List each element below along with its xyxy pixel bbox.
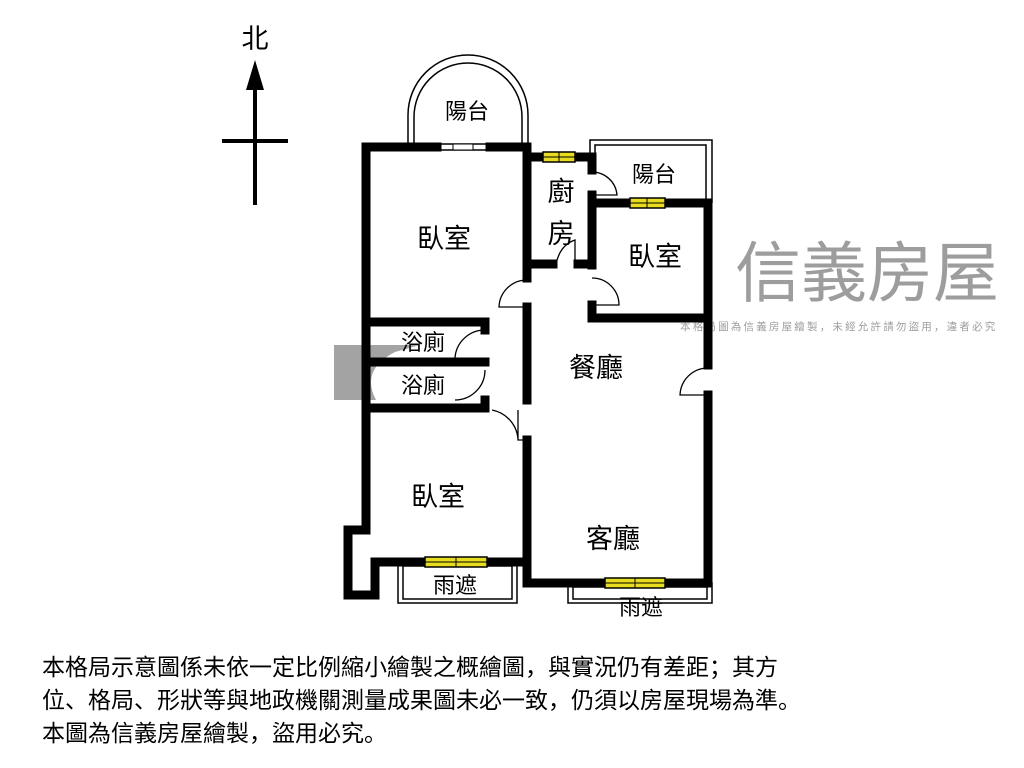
label-bedroom-main: 臥室 [417,224,471,255]
window-kitchen [542,151,576,163]
sliding-window-top [437,143,490,151]
doors [454,171,709,441]
label-bath-2: 浴廁 [401,374,445,399]
label-canopy-left: 雨遮 [433,574,477,599]
window-living [604,577,666,589]
disclaimer: 本格局示意圖係未依一定比例縮小繪製之概繪圖，與實況仍有差距；其方 位、格局、形狀… [42,652,1002,751]
watermark: 信義房屋 本格局圖為信義房屋繪製，未經允許請勿盜用，違者必究 [334,235,999,400]
label-kitchen-2: 房 [548,219,575,250]
window-bottom-bedroom [424,556,488,568]
door-bath-2 [454,369,486,401]
balcony-top-outline [407,54,529,147]
label-dining: 餐廳 [569,353,623,384]
watermark-logo-icon [334,345,420,400]
disclaimer-line-3: 本圖為信義房屋繪製，盜用必究。 [42,721,387,747]
label-canopy-right: 雨遮 [619,596,663,621]
disclaimer-line-2: 位、格局、形狀等與地政機關測量成果圖未必一致，仍須以房屋現場為準。 [42,688,801,714]
label-bath-1: 浴廁 [401,331,445,356]
label-balcony-top: 陽台 [445,100,489,125]
window-small-bedroom [629,197,666,209]
door-kitchen [555,239,576,265]
door-bath-1 [454,329,486,359]
watermark-notice: 本格局圖為信義房屋繪製，未經允許請勿盜用，違者必究 [680,320,998,333]
windows [424,143,666,589]
label-bedroom-small: 臥室 [628,242,682,273]
door-bottom-bedroom [491,409,527,441]
balcony-right-outline [589,139,713,203]
north-compass-icon: 北 [222,24,288,205]
label-kitchen-1: 廚 [548,177,575,208]
door-main-bedroom [498,279,528,308]
door-kitchen-balcony [591,171,618,196]
door-small-bedroom [591,277,620,306]
disclaimer-line-1: 本格局示意圖係未依一定比例縮小繪製之概繪圖，與實況仍有差距；其方 [42,655,778,681]
walls [343,142,713,600]
door-dining-right [679,367,709,396]
north-label: 北 [242,24,269,55]
label-balcony-right: 陽台 [632,163,676,188]
label-bedroom-bottom: 臥室 [411,482,465,513]
label-living: 客廳 [586,524,640,555]
watermark-brand: 信義房屋 [735,235,999,312]
